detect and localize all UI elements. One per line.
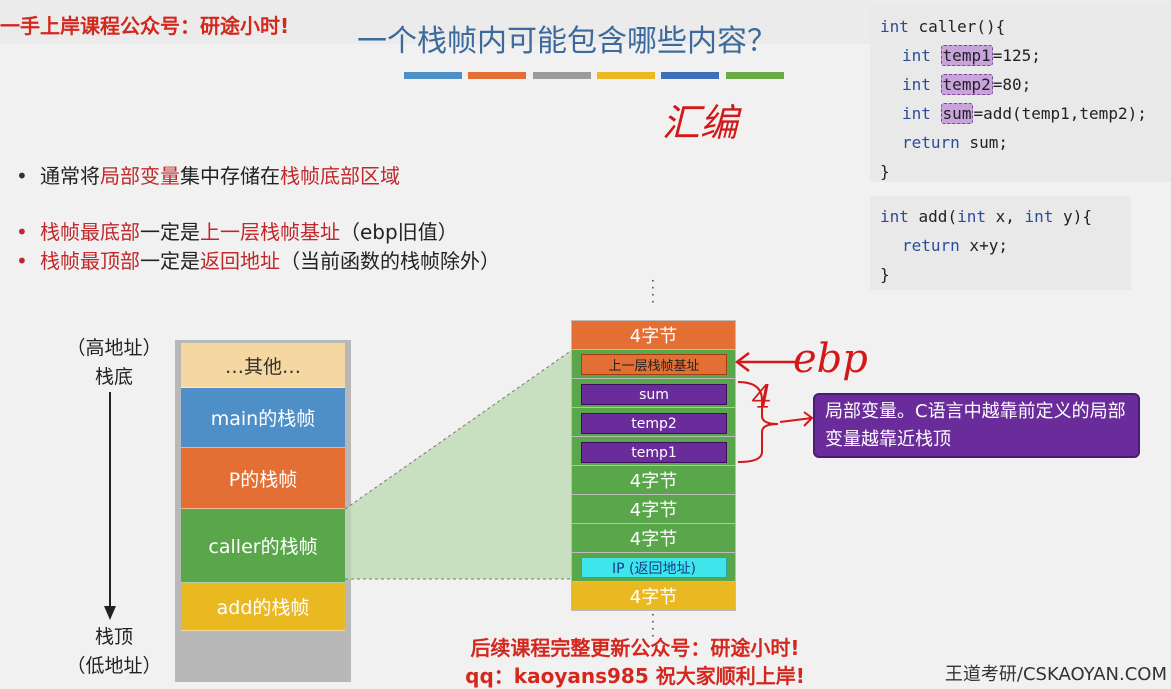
cell-4byte-b: 4字节: [572, 495, 735, 524]
bullet-text: 栈帧最底部一定是上一层栈帧基址（ebp旧值）: [40, 220, 458, 244]
local-var-sum: sum: [581, 384, 727, 405]
local-var-temp2: temp2: [581, 413, 727, 434]
title-underline-segment: [468, 72, 526, 79]
cell-4byte-bottom: 4字节: [572, 582, 735, 611]
cell-4byte-a: 4字节: [572, 466, 735, 495]
local-vars-brace: [737, 381, 814, 463]
promo-banner-top: 一手上岸课程公众号：研途小时!: [0, 14, 290, 38]
stack-frame-add: add的栈帧: [181, 583, 345, 631]
bullet-text: 栈帧最顶部一定是返回地址（当前函数的栈帧除外）: [40, 249, 500, 273]
title-underline-segment: [597, 72, 655, 79]
saved-ebp-box: 上一层栈帧基址: [581, 354, 727, 375]
bullet-dot: •: [16, 164, 28, 188]
ellipsis-top: ····: [651, 274, 655, 309]
highlight-sum: sum: [940, 103, 974, 124]
bullet-text: 通常将局部变量集中存储在栈帧底部区域: [40, 164, 400, 188]
ellipsis-bottom: ····: [651, 608, 655, 643]
watermark: 王道考研/CSKAOYAN.COM: [944, 664, 1167, 685]
stack-frame-other: …其他…: [181, 343, 345, 388]
title-underline-segment: [533, 72, 591, 79]
cell-4byte-c: 4字节: [572, 524, 735, 553]
bullet-item: • 栈帧最底部一定是上一层栈帧基址（ebp旧值）: [16, 216, 458, 245]
label-low-address: （低地址）: [66, 655, 162, 677]
highlight-temp1: temp1: [940, 45, 993, 66]
local-variable-callout: 局部变量。C语言中越靠前定义的局部变量越靠近栈顶: [813, 393, 1140, 458]
title-underline-segment: [404, 72, 462, 79]
code-block-add: int add(int x, int y){ return x+y; }: [870, 196, 1131, 290]
promo-banner-bottom-1: 后续课程完整更新公众号：研途小时!: [470, 636, 800, 660]
ebp-arrow: [734, 352, 799, 372]
label-stack-top: 栈顶: [94, 626, 133, 648]
bullet-dot: •: [16, 249, 28, 273]
growth-direction-arrow: [104, 392, 116, 620]
page-title: 一个栈帧内可能包含哪些内容？: [357, 24, 777, 59]
stack-frame-main: main的栈帧: [181, 388, 345, 448]
label-high-address: （高地址）: [66, 337, 162, 359]
stack-frame-caller: caller的栈帧: [181, 509, 345, 583]
bullet-item: • 栈帧最顶部一定是返回地址（当前函数的栈帧除外）: [16, 245, 500, 274]
stack-frame-p: P的栈帧: [181, 448, 345, 509]
title-underline-segment: [726, 72, 784, 79]
bullet-dot: •: [16, 220, 28, 244]
highlight-temp2: temp2: [940, 74, 993, 95]
label-stack-bottom: 栈底: [94, 366, 133, 388]
local-var-temp1: temp1: [581, 442, 727, 463]
bullet-item: • 通常将局部变量集中存储在栈帧底部区域: [16, 160, 400, 189]
handwritten-note-assembly: 汇编: [662, 101, 739, 145]
promo-banner-bottom-2: qq：kaoyans985 祝大家顺利上岸!: [465, 664, 805, 688]
handwritten-ebp: ebp: [793, 336, 868, 382]
code-block-caller: int caller(){ int temp1=125; int temp2=8…: [870, 6, 1171, 182]
zoom-projection: [345, 350, 573, 580]
cell-4byte-top: 4字节: [572, 321, 735, 350]
title-underline-segment: [661, 72, 719, 79]
return-address-box: IP (返回地址): [581, 557, 727, 578]
